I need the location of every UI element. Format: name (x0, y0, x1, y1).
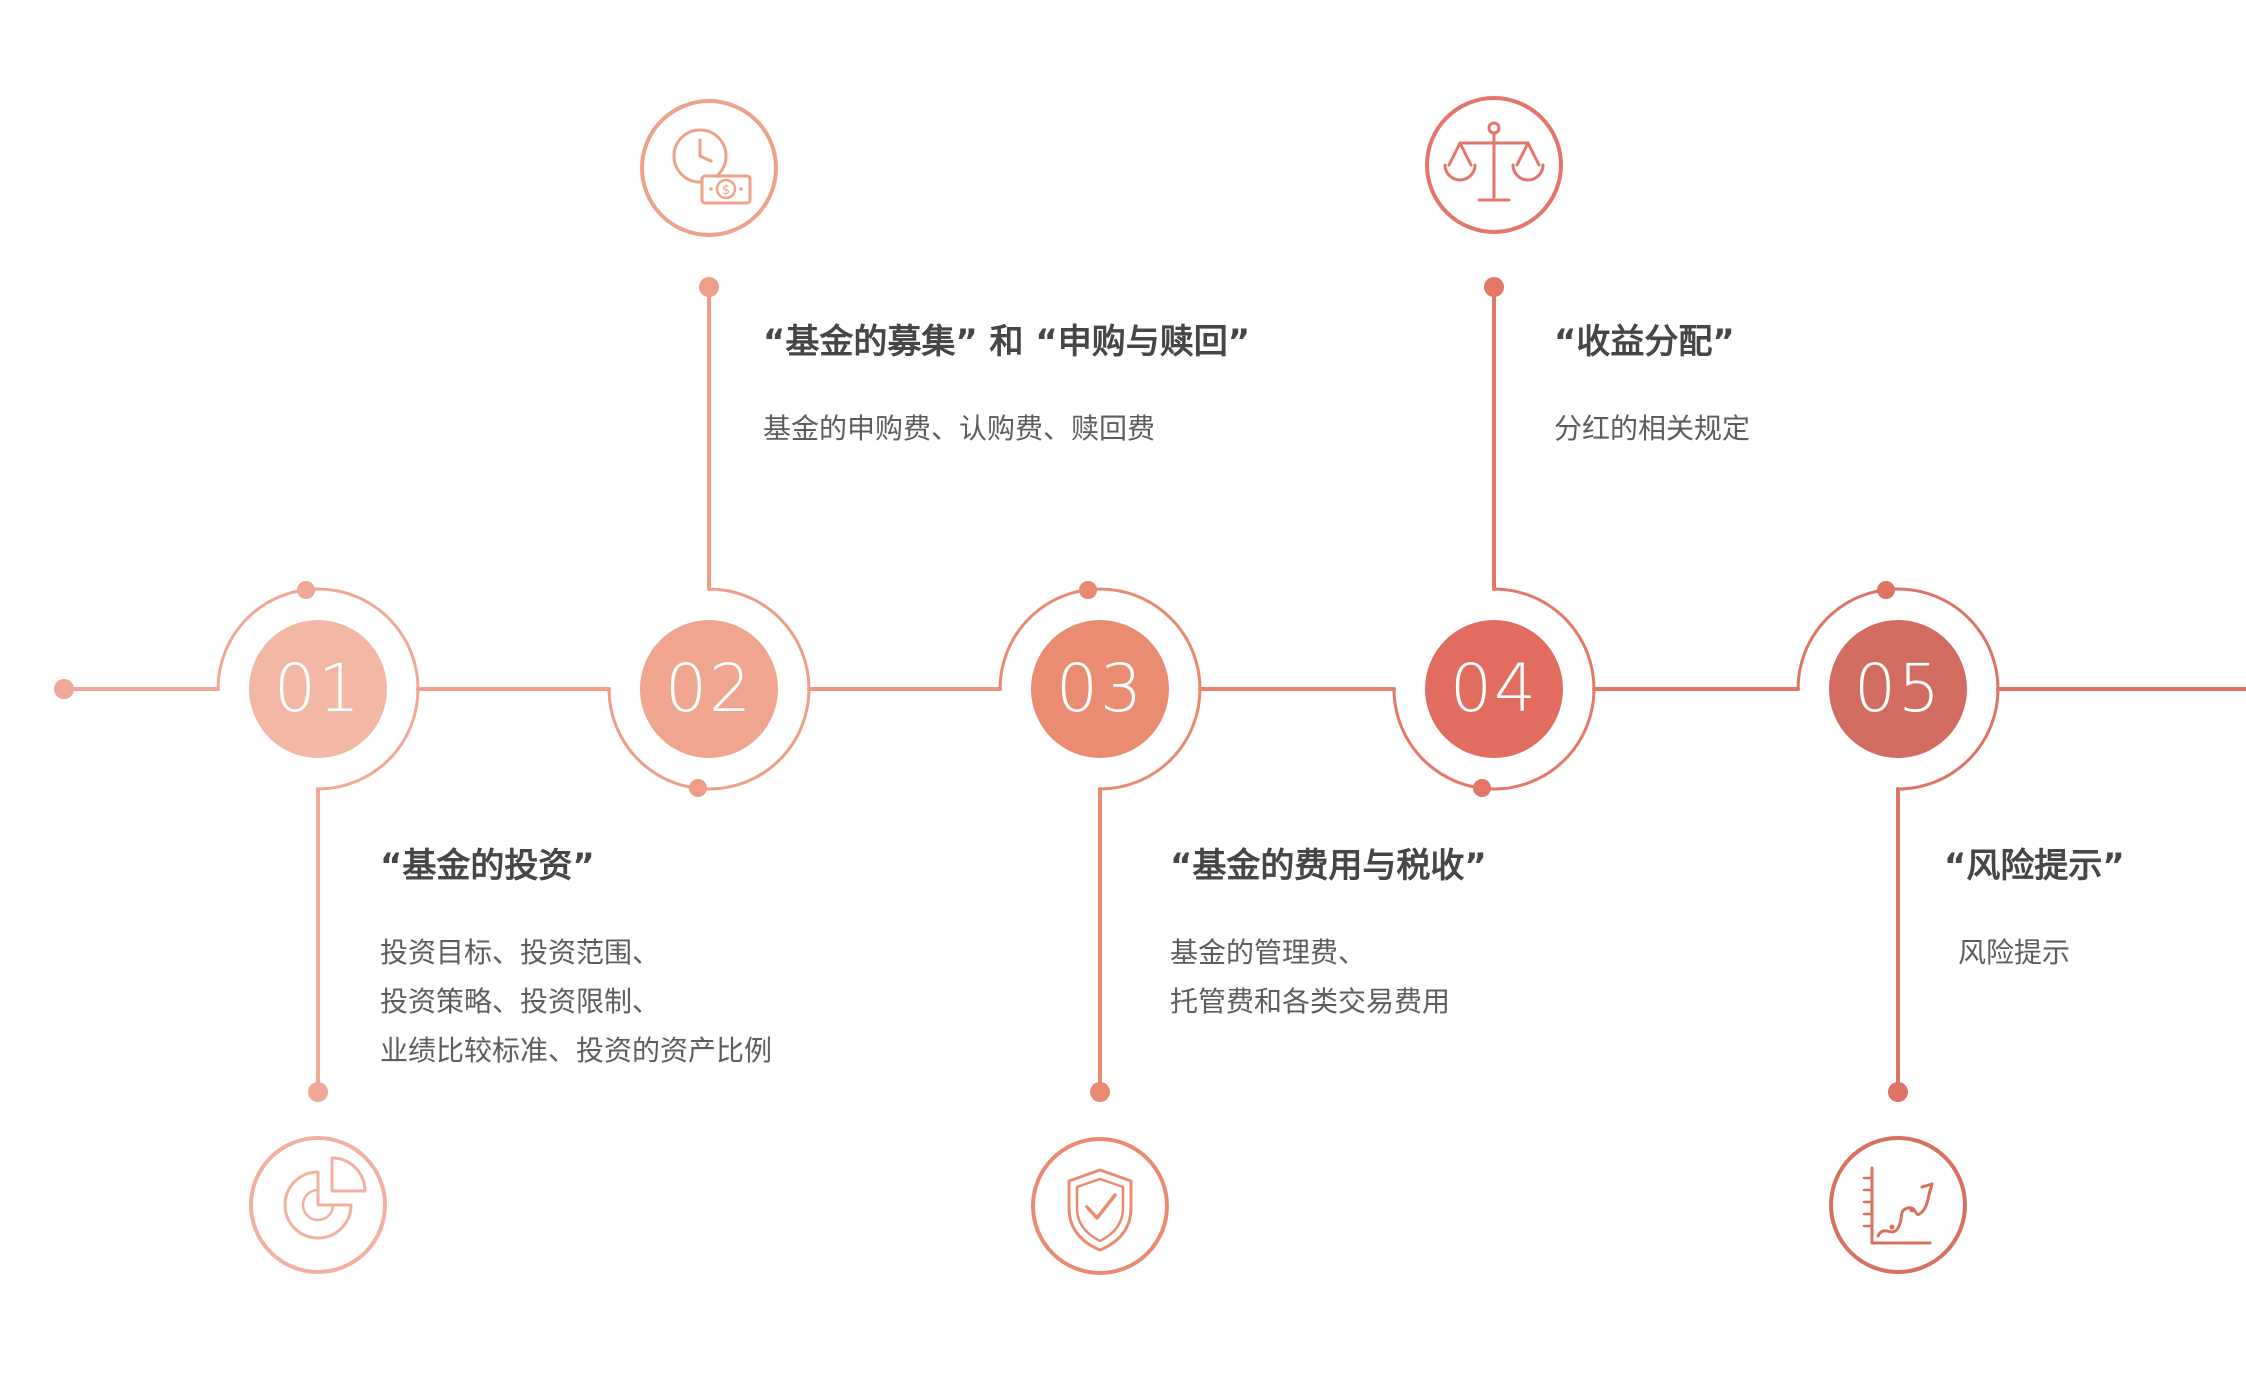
clock-money-icon: $ (640, 99, 778, 237)
step-2-desc-line-1: 基金的申购费、认购费、赎回费 (763, 412, 1156, 445)
step-4-arc-dot (1473, 779, 1491, 797)
step-1-description: 投资目标、投资范围、 投资策略、投资限制、 业绩比较标准、投资的资产比例 (380, 928, 772, 1075)
step-5-arc-dot (1877, 581, 1895, 599)
step-1-number-circle: 01 (249, 620, 387, 758)
step-3-number-circle: 03 (1031, 620, 1169, 758)
step-5-number: 05 (1854, 650, 1942, 727)
step-4-number-circle: 04 (1425, 620, 1563, 758)
step-2-description: 基金的申购费、认购费、赎回费 (763, 404, 1250, 453)
shield-check-icon (1031, 1137, 1169, 1275)
step-2-branch-dot (699, 277, 719, 297)
step-5-desc-line-1: 风险提示 (1958, 936, 2071, 969)
step-3-branch-dot (1090, 1082, 1110, 1102)
step-1-title: “基金的投资” (380, 846, 595, 886)
step-1-text-block: “基金的投资” 投资目标、投资范围、 投资策略、投资限制、 业绩比较标准、投资的… (380, 846, 772, 1075)
step-4-icon-ring (1425, 96, 1563, 234)
step-2-title: “基金的募集” 和 “申购与赎回” (763, 322, 1251, 362)
step-4-number: 04 (1450, 650, 1538, 727)
step-3-text-block: “基金的费用与税收” 基金的管理费、 托管费和各类交易费用 (1170, 846, 1487, 1026)
step-5-branch-dot (1888, 1082, 1908, 1102)
step-1-desc-line-1: 投资目标、投资范围、 (380, 936, 661, 969)
step-4-text-block: “收益分配” 分红的相关规定 (1554, 322, 1750, 453)
step-3-icon-ring (1031, 1137, 1169, 1275)
step-2-number: 02 (665, 650, 753, 727)
step-5-number-circle: 05 (1829, 620, 1967, 758)
step-5-icon-ring (1829, 1136, 1967, 1274)
step-2-number-circle: 02 (640, 620, 778, 758)
balance-scale-icon (1425, 96, 1563, 234)
growth-chart-icon (1829, 1136, 1967, 1274)
step-1-arc-dot (297, 581, 315, 599)
step-3-number: 03 (1056, 650, 1144, 727)
step-3-arc-dot (1079, 581, 1097, 599)
step-3-title: “基金的费用与税收” (1170, 846, 1487, 886)
step-3-desc-line-2: 托管费和各类交易费用 (1170, 985, 1451, 1018)
step-3-arc (998, 587, 1202, 791)
step-5-arc (1796, 587, 2000, 791)
step-2-text-block: “基金的募集” 和 “申购与赎回” 基金的申购费、认购费、赎回费 (763, 322, 1250, 453)
step-5-description: 风险提示 (1944, 928, 2125, 977)
step-1-branch-dot (308, 1082, 328, 1102)
step-3-description: 基金的管理费、 托管费和各类交易费用 (1170, 928, 1487, 1026)
step-5-text-block: “风险提示” 风险提示 (1944, 846, 2125, 977)
step-2-arc-dot (689, 779, 707, 797)
step-3-desc-line-1: 基金的管理费、 (1170, 936, 1367, 969)
pie-chart-icon (249, 1136, 387, 1274)
dollar-glyph: $ (722, 183, 730, 198)
step-4-branch-dot (1484, 277, 1504, 297)
step-4-title: “收益分配” (1554, 322, 1735, 362)
timeline-start-dot (54, 679, 74, 699)
step-2-arc (607, 587, 811, 791)
step-5-title: “风险提示” (1944, 846, 2125, 886)
step-2-icon-ring (640, 99, 778, 237)
step-4-description: 分红的相关规定 (1554, 404, 1750, 453)
step-1-icon-ring (249, 1136, 387, 1274)
step-1-arc (216, 587, 420, 791)
step-4-arc (1392, 587, 1596, 791)
step-1-desc-line-2: 投资策略、投资限制、 (380, 985, 661, 1018)
step-1-number: 01 (274, 650, 362, 727)
step-1-desc-line-3: 业绩比较标准、投资的资产比例 (380, 1034, 773, 1067)
step-4-desc-line-1: 分红的相关规定 (1554, 412, 1751, 445)
